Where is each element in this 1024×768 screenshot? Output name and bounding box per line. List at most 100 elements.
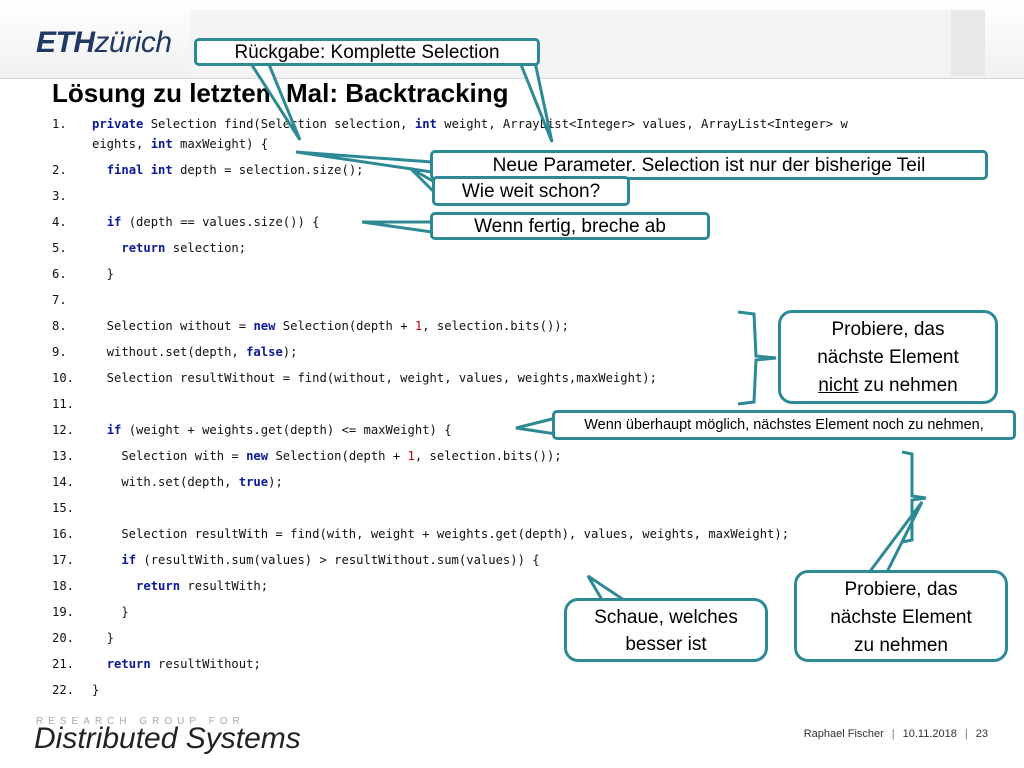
line-number: 1. bbox=[52, 117, 67, 131]
code-line: 5. return selection; bbox=[52, 238, 246, 258]
code-line: 22.} bbox=[52, 680, 99, 700]
pointer-probiere bbox=[865, 501, 924, 576]
code-line: 1.private Selection find(Selection selec… bbox=[52, 114, 848, 134]
line-number: 10. bbox=[52, 371, 75, 385]
pointer-rueckgabe-b bbox=[517, 60, 554, 143]
callout-probiere-nicht-line2: nächste Element bbox=[817, 347, 959, 368]
line-number: 18. bbox=[52, 579, 75, 593]
code-line: 12. if (weight + weights.get(depth) <= m… bbox=[52, 420, 452, 440]
code-line: 20. } bbox=[52, 628, 114, 648]
line-number: 12. bbox=[52, 423, 75, 437]
callout-probiere: Probiere, das nächste Element zu nehmen bbox=[794, 570, 1008, 662]
line-number: 5. bbox=[52, 241, 67, 255]
code-line: 15. bbox=[52, 498, 92, 518]
eth-logo: ETHzürich bbox=[36, 26, 172, 60]
code-token: int bbox=[150, 137, 173, 151]
code-token: (weight + weights.get(depth) <= maxWeigh… bbox=[121, 423, 452, 437]
logo-eth: ETH bbox=[36, 26, 95, 59]
code-token: } bbox=[92, 683, 100, 697]
line-number: 2. bbox=[52, 163, 67, 177]
callout-zu-nehmen: zu nehmen bbox=[858, 375, 958, 396]
code-line: 11. bbox=[52, 394, 92, 414]
code-token: new bbox=[246, 449, 269, 463]
footer-group-label: RESEARCH GROUP FOR bbox=[36, 716, 245, 727]
code-token: false bbox=[246, 345, 283, 359]
code-line: 4. if (depth == values.size()) { bbox=[52, 212, 320, 232]
callout-wie-weit: Wie weit schon? bbox=[432, 176, 630, 206]
code-token: depth = selection.size(); bbox=[172, 163, 364, 177]
code-line: 6. } bbox=[52, 264, 114, 284]
callout-probiere-nicht-line3: nicht zu nehmen bbox=[781, 372, 995, 400]
callout-probiere-nicht-line1: Probiere, das bbox=[831, 319, 945, 340]
pointer-rueckgabe-a bbox=[247, 60, 302, 141]
code-token: 1 bbox=[414, 319, 423, 333]
callout-neue-parameter: Neue Parameter. Selection ist nur der bi… bbox=[430, 150, 988, 180]
code-token: new bbox=[253, 319, 276, 333]
callout-wenn-fertig-text: Wenn fertig, breche ab bbox=[474, 216, 666, 237]
line-number: 14. bbox=[52, 475, 75, 489]
callout-nicht-underlined: nicht bbox=[818, 375, 859, 396]
code-token: resultWithout; bbox=[150, 657, 261, 671]
code-token: Selection(depth + bbox=[275, 319, 415, 333]
line-number: 11. bbox=[52, 397, 75, 411]
code-token: ); bbox=[268, 475, 283, 489]
code-token: , selection.bits()); bbox=[414, 449, 562, 463]
code-line: eights, int maxWeight) { bbox=[52, 134, 268, 154]
code-token: selection; bbox=[165, 241, 247, 255]
code-token: maxWeight) { bbox=[172, 137, 269, 151]
callout-schaue-line1: Schaue, welches bbox=[594, 607, 738, 628]
line-number: 9. bbox=[52, 345, 67, 359]
line-number: 20. bbox=[52, 631, 75, 645]
line-number: 4. bbox=[52, 215, 67, 229]
callout-wie-weit-text: Wie weit schon? bbox=[461, 181, 601, 202]
code-line: 13. Selection with = new Selection(depth… bbox=[52, 446, 562, 466]
line-number: 22. bbox=[52, 683, 75, 697]
code-token: } bbox=[92, 267, 115, 281]
code-line: 10. Selection resultWithout = find(witho… bbox=[52, 368, 657, 388]
header-bar: ETHzürich bbox=[0, 0, 1024, 79]
line-number: 7. bbox=[52, 293, 67, 307]
callout-rueckgabe: Rückgabe: Komplette Selection bbox=[194, 38, 540, 66]
line-number: 15. bbox=[52, 501, 75, 515]
logo-zurich: zürich bbox=[94, 26, 173, 59]
line-number: 13. bbox=[52, 449, 75, 463]
code-token: if bbox=[106, 215, 122, 229]
code-token: resultWith; bbox=[180, 579, 269, 593]
code-token: if bbox=[106, 423, 122, 437]
brace-with bbox=[901, 450, 927, 544]
footer-author: Raphael Fischer bbox=[803, 728, 884, 740]
callout-probiere-line3: zu nehmen bbox=[853, 635, 948, 656]
callout-wenn-moeglich: Wenn überhaupt möglich, nächstes Element… bbox=[552, 410, 1016, 440]
code-token: Selection(depth + bbox=[268, 449, 408, 463]
footer-date: 10.11.2018 bbox=[902, 728, 957, 740]
callout-probiere-nicht: Probiere, das nächste Element nicht zu n… bbox=[778, 310, 998, 404]
callout-wenn-moeglich-text: Wenn überhaupt möglich, nächstes Element… bbox=[584, 417, 984, 433]
footer-separator: | bbox=[964, 728, 968, 740]
code-line: 18. return resultWith; bbox=[52, 576, 268, 596]
code-line: 19. } bbox=[52, 602, 129, 622]
code-token: return bbox=[106, 657, 151, 671]
ribbon-end bbox=[951, 10, 985, 76]
code-token: ); bbox=[282, 345, 298, 359]
code-token: return bbox=[121, 241, 166, 255]
line-number: 21. bbox=[52, 657, 75, 671]
callout-schaue: Schaue, welches besser ist bbox=[564, 598, 768, 662]
pointer-wenn-moeglich bbox=[515, 416, 558, 436]
code-token: eights, bbox=[92, 137, 151, 151]
code-line: 3. bbox=[52, 186, 92, 206]
code-line: 14. with.set(depth, true); bbox=[52, 472, 283, 492]
code-line: 7. bbox=[52, 290, 92, 310]
code-token: Selection without = bbox=[92, 319, 254, 333]
code-token: 1 bbox=[407, 449, 415, 463]
code-token: without.set(depth, bbox=[92, 345, 247, 359]
code-line: 9. without.set(depth, false); bbox=[52, 342, 297, 362]
code-token: return bbox=[136, 579, 181, 593]
code-line: 2. final int depth = selection.size(); bbox=[52, 160, 364, 180]
line-number: 19. bbox=[52, 605, 75, 619]
code-line: 16. Selection resultWith = find(with, we… bbox=[52, 524, 789, 544]
code-token: int bbox=[414, 117, 437, 131]
callout-schaue-line2: besser ist bbox=[625, 634, 707, 655]
code-token: with.set(depth, bbox=[92, 475, 239, 489]
code-token: } bbox=[92, 631, 115, 645]
